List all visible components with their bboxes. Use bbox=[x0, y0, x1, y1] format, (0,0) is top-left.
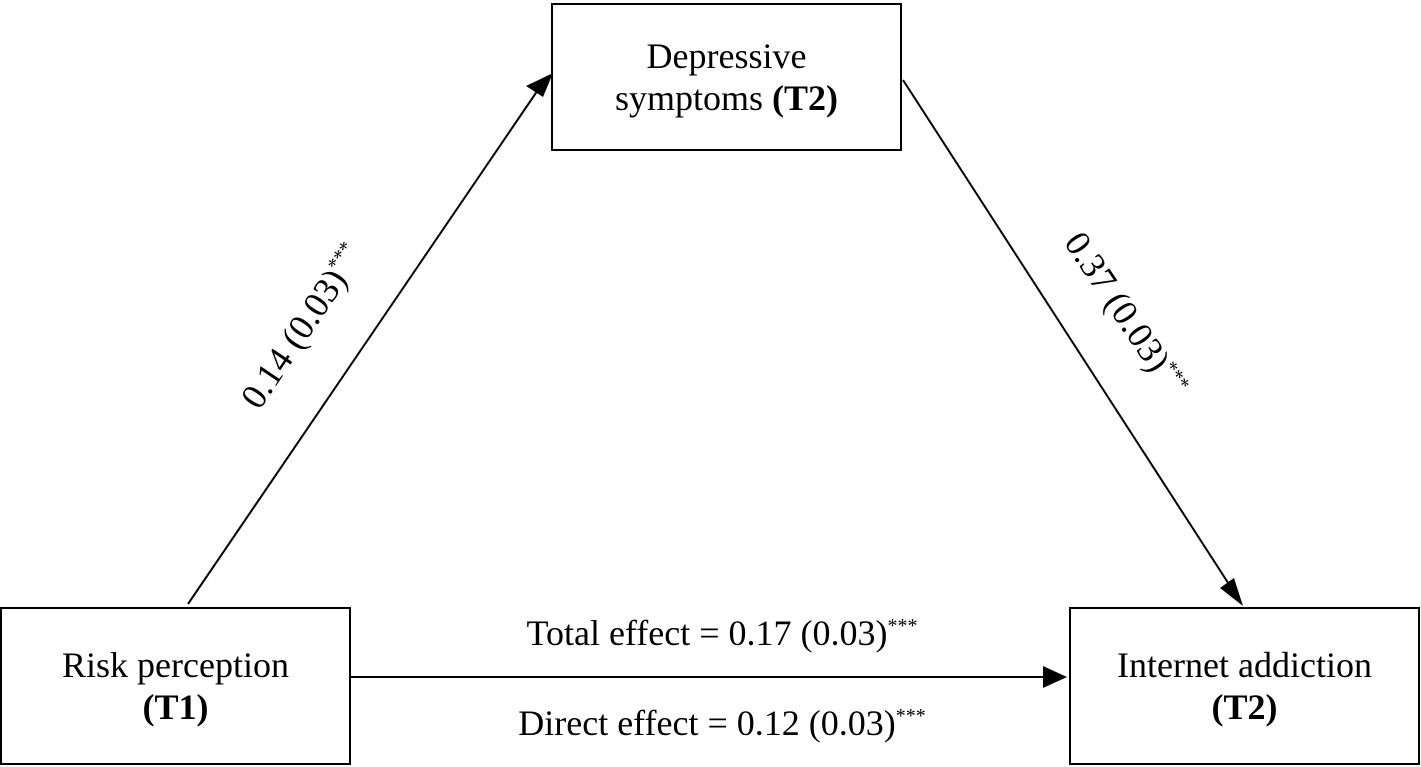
total-effect-significance: *** bbox=[887, 615, 918, 637]
arrow-b-head bbox=[1220, 578, 1243, 606]
predictor-line1: Risk perception bbox=[62, 645, 289, 685]
arrow-a-head bbox=[526, 73, 553, 97]
mediator-time-label: (T2) bbox=[772, 78, 839, 118]
predictor-time-label: (T1) bbox=[142, 687, 209, 727]
outcome-line1: Internet addiction bbox=[1117, 645, 1372, 685]
arrow-a-line bbox=[187, 83, 543, 605]
total-effect-label: Total effect = 0.17 (0.03)*** bbox=[526, 612, 917, 654]
mediator-box: Depressive symptoms (T2) bbox=[551, 3, 902, 151]
total-effect-text: Total effect = 0.17 (0.03) bbox=[526, 613, 888, 653]
predictor-box: Risk perception (T1) bbox=[0, 607, 351, 765]
mediator-line1: Depressive bbox=[646, 36, 807, 76]
direct-effect-significance: *** bbox=[895, 705, 926, 727]
direct-effect-text: Direct effect = 0.12 (0.03) bbox=[518, 703, 896, 743]
mediator-line2-text: symptoms bbox=[614, 78, 773, 118]
arrow-b-line bbox=[902, 79, 1235, 593]
direct-effect-label: Direct effect = 0.12 (0.03)*** bbox=[518, 702, 926, 744]
outcome-time-label: (T2) bbox=[1211, 687, 1278, 727]
mediator-line2: symptoms (T2) bbox=[615, 77, 838, 119]
arrow-c-head bbox=[1043, 666, 1067, 688]
outcome-box: Internet addiction (T2) bbox=[1069, 607, 1420, 765]
